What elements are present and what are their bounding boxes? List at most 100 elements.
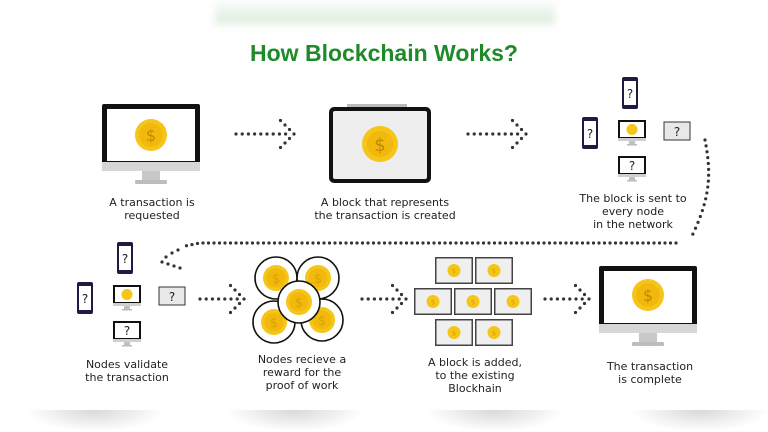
connector-dot [608,241,612,245]
connector-dot [360,241,365,245]
connector-dot [569,241,574,245]
svg-text:$: $ [452,330,456,338]
step-caption: Nodes validate the transaction [85,358,169,384]
connector-dot [228,241,233,245]
arrow-dot [237,292,242,297]
arrow-dot [390,283,395,288]
connector-dot [706,179,710,183]
connector-dot [703,138,707,142]
svg-text:$: $ [431,299,435,307]
arrow-dot [587,297,591,301]
arrow-dot [568,297,572,301]
connector-dot [371,241,376,245]
coin-icon: $ [632,279,664,311]
connector-dot [245,241,249,245]
connector-dot [206,241,211,245]
connector-dot [349,241,354,245]
network-nodes-icon: ???? [582,77,691,182]
arrow-dot [395,288,399,292]
connector-dot [635,241,640,245]
block-node-icon: ? [158,286,186,306]
arrow-dot [510,145,515,150]
arrow-dot [485,132,489,136]
connector-dot [702,203,706,207]
connector-dot [404,241,409,245]
svg-text:$: $ [471,299,475,307]
connector-dot [212,241,216,245]
arrow-dot [582,301,587,306]
arrow-dot [379,297,383,301]
connector-dot [706,167,711,171]
connector-dot [668,241,673,245]
arrow-dot [242,297,246,301]
bottom-shadow [630,410,768,432]
arrow-dot [287,127,292,132]
svg-text:$: $ [492,268,496,276]
arrow-dot [210,297,214,301]
connector-dot [652,241,656,245]
connector-dot [256,241,260,245]
step-caption: Nodes recieve a reward for the proof of … [257,353,347,392]
connector-dot [454,241,458,245]
phone-node-icon: ? [622,77,638,109]
coin-icon [487,326,501,339]
arrow-dot [399,301,404,306]
connector-dot [705,150,709,154]
svg-text:?: ? [629,159,635,173]
connector-dot [700,208,704,213]
connector-dot [448,241,453,245]
arrow-dot [229,297,233,301]
arrow-dot [259,132,263,136]
connector-dot [178,266,182,270]
arrow-dot [578,306,582,310]
arrow-dot [198,297,202,301]
phone-node-icon: ? [77,282,93,314]
connector-dot [630,241,634,245]
arrow-dot [223,297,227,301]
connector-dot [377,241,381,245]
arrow-dot [549,297,553,301]
svg-text:$: $ [272,272,280,287]
connector-dot [706,156,710,160]
connector-dot [591,241,596,245]
arrow-dot [233,288,237,292]
arrow-dot [503,132,507,136]
connector-dot [619,241,623,245]
connector-dot [176,248,180,252]
block-node-icon: ? [663,121,691,141]
connector-dot [217,241,222,245]
chain-block-icon: $ [414,288,452,315]
connector-dot [294,241,299,245]
connector-dot [267,241,271,245]
svg-text:?: ? [122,252,128,266]
connector-dot [164,255,168,259]
connector-dot [234,241,238,245]
arrow-dot [519,127,524,132]
connector-dot [536,241,541,245]
arrow-dot [235,297,239,301]
svg-text:?: ? [124,324,130,338]
dotted-arrow-right [466,118,528,150]
svg-text:$: $ [146,126,156,145]
arrow-dot [524,132,528,136]
connector-dot [542,241,546,245]
connector-dot [278,241,282,245]
reward-coin-icon: $ [277,280,321,324]
connector-dot [261,241,266,245]
connector-dot [201,241,205,245]
monitor-node-coin-icon [113,285,141,311]
connector-dot [305,241,310,245]
connector-dot [580,241,585,245]
svg-text:$: $ [318,314,326,329]
connector-dot [503,241,508,245]
step-caption: A transaction is requested [109,196,195,222]
arrow-dot [246,132,250,136]
connector-dot [597,241,601,245]
connector-dot [470,241,475,245]
step-caption: A block that represents the transaction … [314,196,456,222]
arrow-dot [228,283,233,288]
arrow-dot [497,132,501,136]
arrow-dot [543,297,547,301]
network-nodes-icon: ???? [77,242,186,347]
